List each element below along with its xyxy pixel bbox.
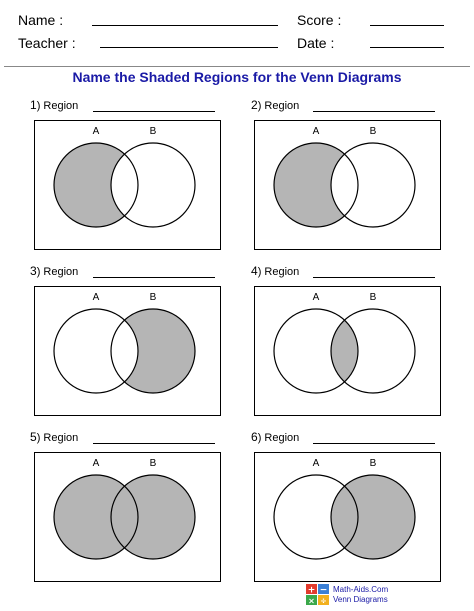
problem-4-label: 4) Region xyxy=(251,264,300,279)
svg-text:−: − xyxy=(320,586,328,596)
circle-a-outline xyxy=(53,474,139,560)
teacher-label: Teacher : xyxy=(18,35,76,51)
venn-diagram-5: A B xyxy=(34,452,221,582)
circle-a-label: A xyxy=(313,458,320,469)
circle-a-outline xyxy=(273,474,359,560)
region-label: Region xyxy=(43,432,79,444)
circle-b-label: B xyxy=(370,292,377,303)
problem-number: 6 xyxy=(251,430,258,444)
venn-diagram-3: A B xyxy=(34,286,221,416)
circle-b-outline xyxy=(330,474,416,560)
svg-text:÷: ÷ xyxy=(320,597,327,606)
circle-b-label: B xyxy=(150,292,157,303)
region-label: Region xyxy=(43,266,79,278)
worksheet-title: Name the Shaded Regions for the Venn Dia… xyxy=(72,69,402,85)
circle-b-label: B xyxy=(150,458,157,469)
problem-number: 1 xyxy=(30,98,37,112)
teacher-field[interactable] xyxy=(100,47,278,48)
problem-5-answer-field[interactable] xyxy=(93,443,215,444)
circle-b-outline xyxy=(330,308,416,394)
circle-a-outline xyxy=(53,308,139,394)
venn-diagram-2: A B xyxy=(254,120,441,250)
problem-6-answer-field[interactable] xyxy=(313,443,435,444)
problem-number: 5 xyxy=(30,430,37,444)
date-label: Date : xyxy=(297,35,335,51)
circle-a-label: A xyxy=(93,292,100,303)
header-divider xyxy=(4,66,470,67)
circle-a-outline xyxy=(273,308,359,394)
circle-a-label: A xyxy=(313,292,320,303)
problem-2-label: 2) Region xyxy=(251,98,300,113)
circle-b-outline xyxy=(110,308,196,394)
circle-b-outline xyxy=(110,474,196,560)
problem-1-answer-field[interactable] xyxy=(93,111,215,112)
date-field[interactable] xyxy=(370,47,444,48)
venn-diagram-4: A B xyxy=(254,286,441,416)
circle-a-label: A xyxy=(93,126,100,137)
problem-number: 3 xyxy=(30,264,37,278)
problem-6-label: 6) Region xyxy=(251,430,300,445)
region-label: Region xyxy=(264,266,300,278)
region-label: Region xyxy=(43,100,79,112)
circle-a-outline xyxy=(53,142,139,228)
problem-4-answer-field[interactable] xyxy=(313,277,435,278)
circle-b-label: B xyxy=(150,126,157,137)
svg-text:+: + xyxy=(308,586,316,596)
region-label: Region xyxy=(264,100,300,112)
problem-5-label: 5) Region xyxy=(30,430,79,445)
footer-branding: Math-Aids.Com Venn Diagrams xyxy=(333,585,388,605)
problem-3-label: 3) Region xyxy=(30,264,79,279)
site-name: Math-Aids.Com xyxy=(333,585,389,594)
site-subtitle: Venn Diagrams xyxy=(333,595,388,604)
problem-number: 2 xyxy=(251,98,258,112)
problem-3-answer-field[interactable] xyxy=(93,277,215,278)
region-label: Region xyxy=(264,432,300,444)
venn-diagram-1: A B xyxy=(34,120,221,250)
circle-b-outline xyxy=(110,142,196,228)
problem-1-label: 1) Region xyxy=(30,98,79,113)
circle-a-label: A xyxy=(313,126,320,137)
problem-number: 4 xyxy=(251,264,258,278)
circle-a-outline xyxy=(273,142,359,228)
svg-text:×: × xyxy=(308,597,315,606)
math-symbols-icon: + − × ÷ xyxy=(306,584,330,606)
score-field[interactable] xyxy=(370,25,444,26)
circle-b-label: B xyxy=(370,126,377,137)
problem-2-answer-field[interactable] xyxy=(313,111,435,112)
circle-a-label: A xyxy=(93,458,100,469)
circle-b-outline xyxy=(330,142,416,228)
name-label: Name : xyxy=(18,12,64,28)
circle-b-label: B xyxy=(370,458,377,469)
venn-diagram-6: A B xyxy=(254,452,441,582)
score-label: Score : xyxy=(297,12,342,28)
name-field[interactable] xyxy=(92,25,278,26)
